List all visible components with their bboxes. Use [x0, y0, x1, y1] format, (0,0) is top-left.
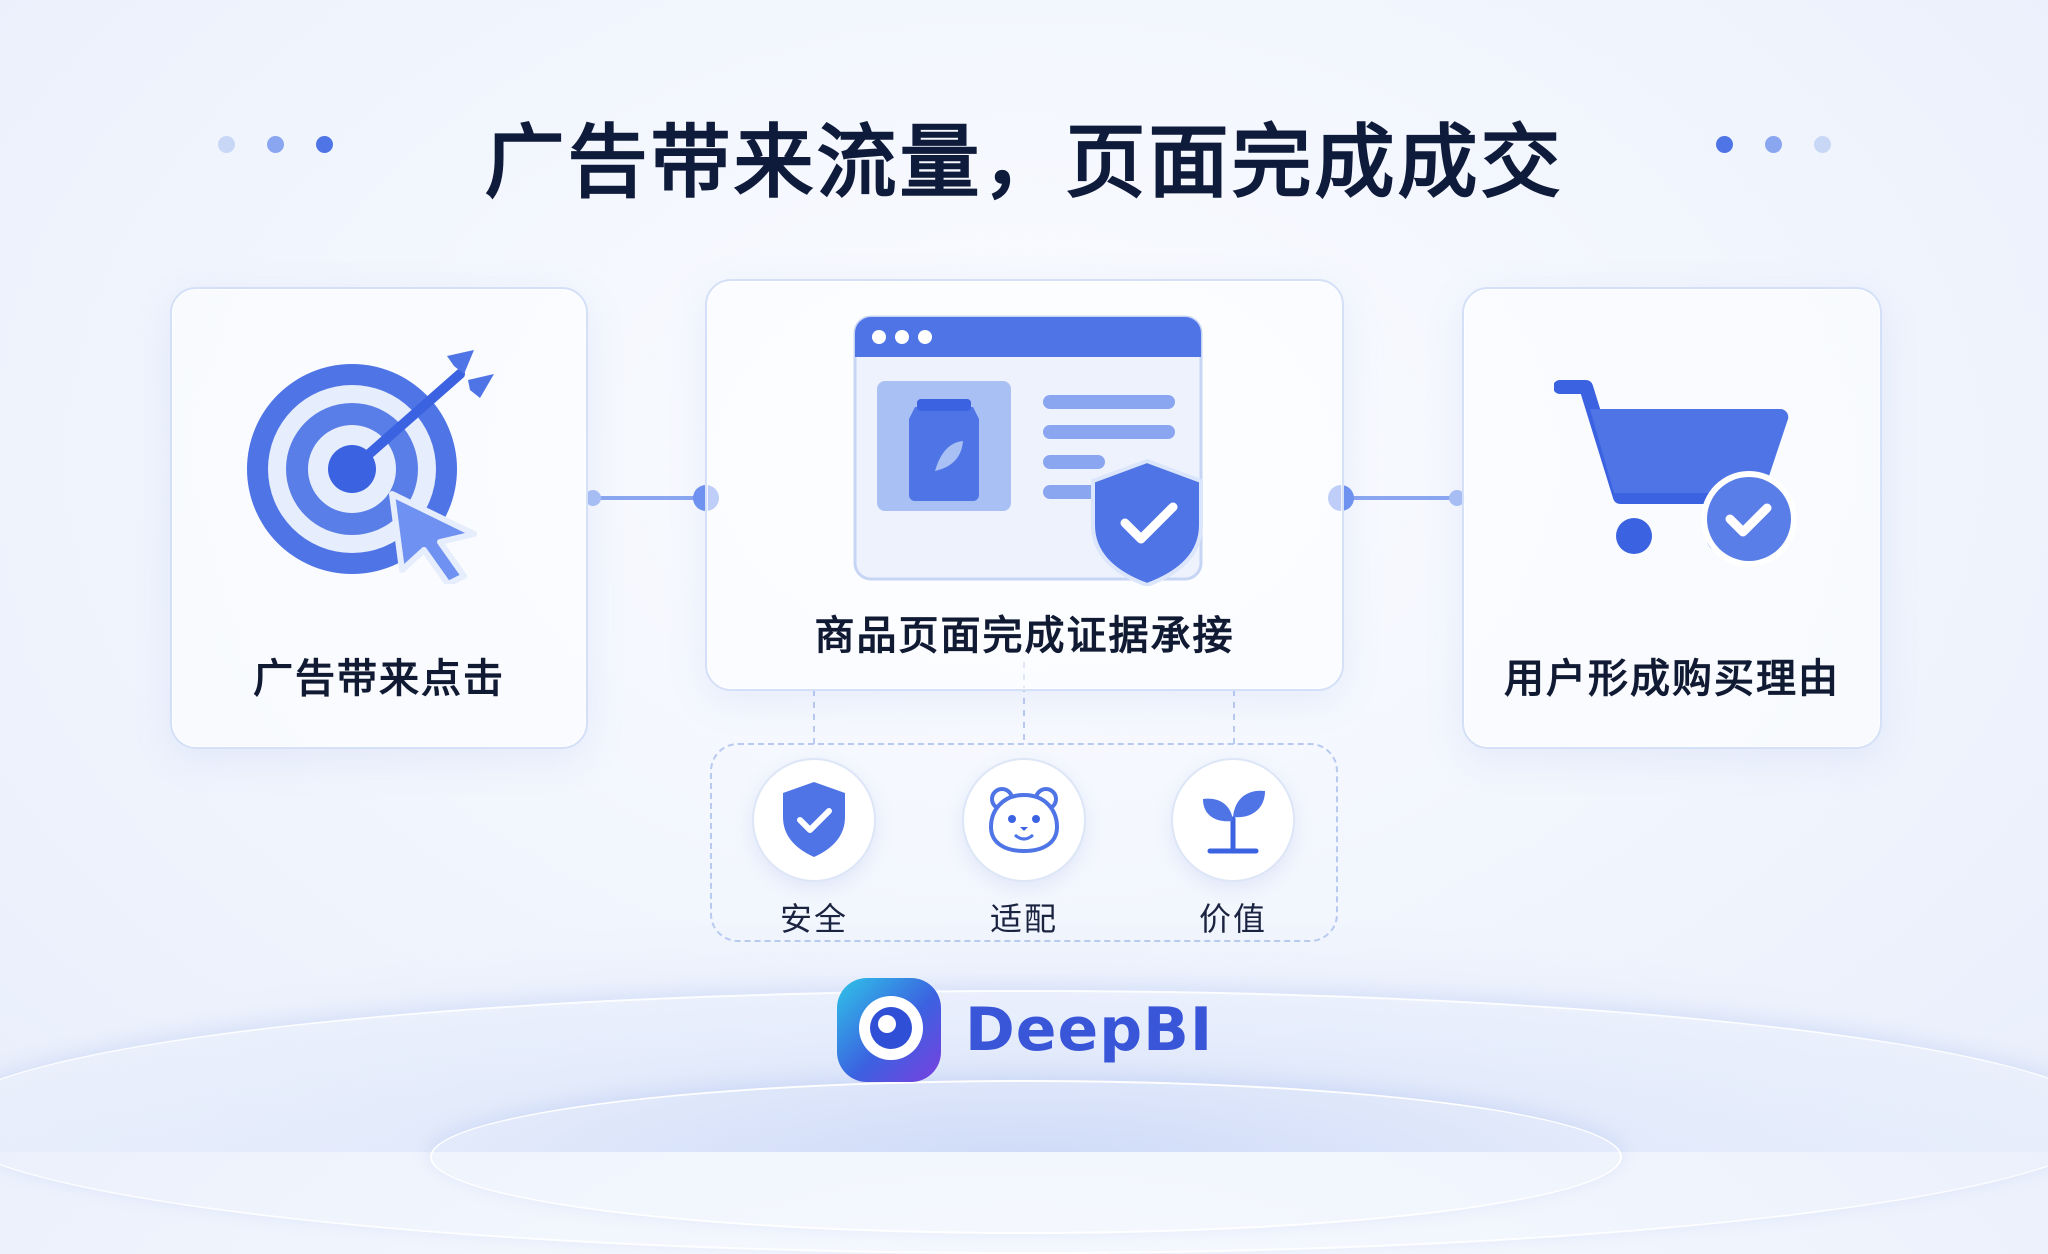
card-purchase-reason: 用户形成购买理由	[1462, 287, 1882, 749]
shopping-cart-check-icon	[1554, 380, 1797, 567]
feature-safety-badge	[752, 758, 876, 882]
feature-group	[710, 743, 1338, 942]
decor-dots-right	[1716, 136, 1831, 153]
decor-dots-left	[218, 136, 333, 153]
feature-value-label: 价值	[1198, 900, 1267, 938]
brand-name: DeepBI	[965, 995, 1214, 1065]
feature-fit-badge	[962, 758, 1086, 882]
stage-ring-inner	[430, 1080, 1622, 1234]
feature-fit: 适配	[962, 758, 1086, 940]
brand: DeepBI	[835, 976, 1213, 1084]
feature-value-badge	[1171, 758, 1295, 882]
card-ad-click: 广告带来点击	[170, 287, 588, 749]
card-product-page-label: 商品页面完成证据承接	[814, 613, 1235, 659]
card-purchase-reason-label: 用户形成购买理由	[1504, 656, 1840, 702]
target-arrow-cursor-icon	[247, 350, 494, 584]
sprout-icon	[1203, 790, 1265, 854]
hamster-face-icon	[988, 787, 1060, 854]
card-ad-click-label: 广告带来点击	[253, 656, 505, 702]
feature-value: 价值	[1171, 758, 1295, 940]
feature-safety: 安全	[752, 758, 876, 940]
connector-left	[585, 485, 719, 511]
card-product-page: 商品页面完成证据承接	[705, 279, 1344, 691]
deepbi-logo-icon	[837, 978, 941, 1082]
page-title: 广告带来流量，页面完成成交	[484, 116, 1564, 209]
connector-right	[1328, 485, 1465, 511]
feature-fit-label: 适配	[989, 900, 1058, 938]
feature-safety-label: 安全	[779, 900, 848, 938]
product-page-shield-icon	[853, 315, 1203, 586]
shield-check-icon	[783, 782, 845, 857]
